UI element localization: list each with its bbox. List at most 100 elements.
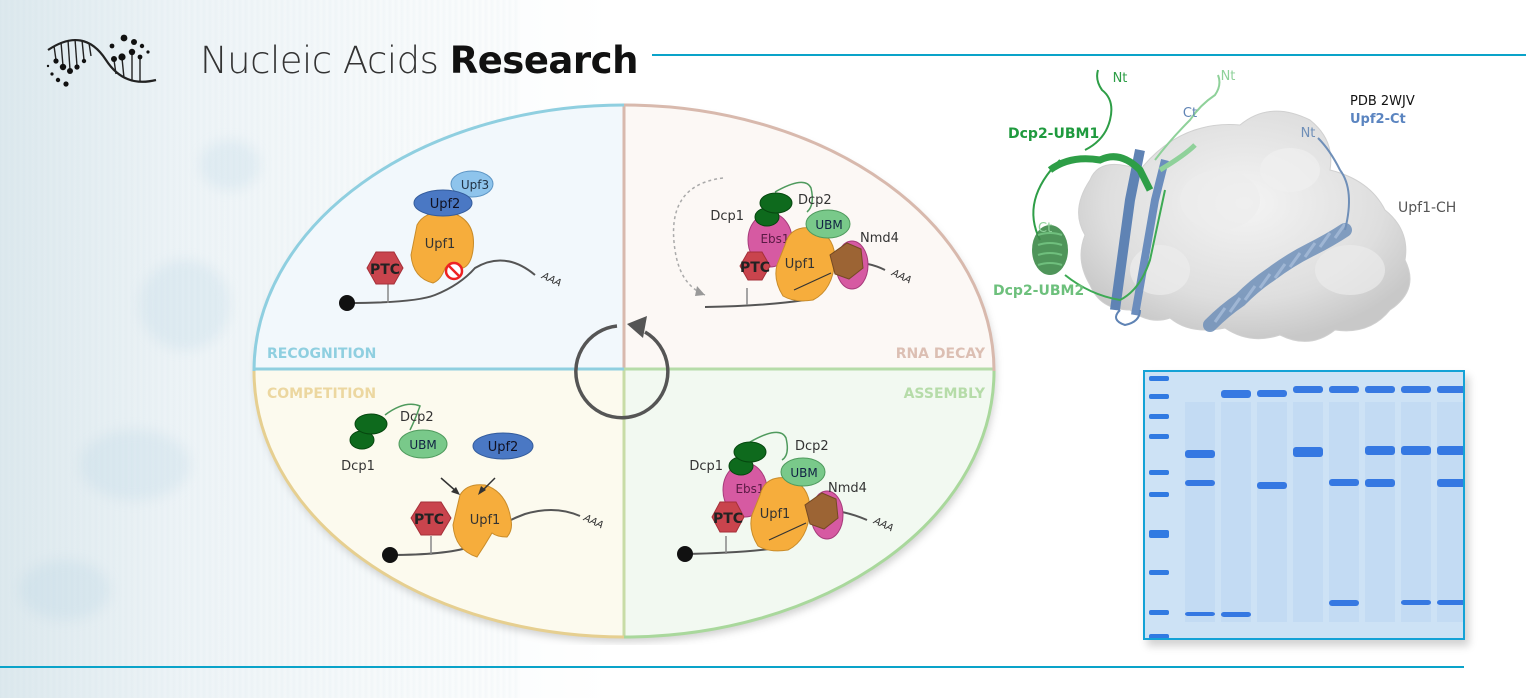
gel-lane-smear xyxy=(1257,402,1287,622)
competition-complex: PTC Upf1 UBM Upf2 Dcp1 Dcp2 AAA xyxy=(341,403,605,563)
dcp1-label: Dcp1 xyxy=(689,459,723,474)
gel-lane-smear xyxy=(1365,402,1395,622)
upf1-label: Upf1 xyxy=(470,513,501,528)
dcp2-ubm2-label: Dcp2-UBM2 xyxy=(993,283,1084,299)
journal-header: Nucleic Acids Research xyxy=(44,30,638,90)
dcp2-ubm1-nt-label: Nt xyxy=(1113,71,1128,86)
gel-band xyxy=(1329,600,1359,606)
gel-ladder-band xyxy=(1149,470,1169,475)
footer-rule xyxy=(0,666,1464,668)
ubm-label: UBM xyxy=(409,438,436,452)
pdb-id-label: PDB 2WJV xyxy=(1350,94,1415,109)
dcp2-label: Dcp2 xyxy=(400,410,434,425)
gel-band xyxy=(1257,390,1287,397)
gel-lane-smear xyxy=(1329,402,1359,622)
recognition-complex: PTC Upf1 Upf3 Upf2 AAA xyxy=(339,170,563,311)
upf2-ct-label: Upf2-Ct xyxy=(1350,112,1406,127)
nmd4-label: Nmd4 xyxy=(828,481,867,496)
gel-ladder-band xyxy=(1149,434,1169,439)
gel-band xyxy=(1437,479,1467,487)
upf2-nt-label: Nt xyxy=(1301,126,1316,141)
gel-lane-smear xyxy=(1401,402,1431,622)
dcp2-label: Dcp2 xyxy=(798,193,832,208)
label-assembly: ASSEMBLY xyxy=(904,386,986,402)
nmd-cycle-diagram: RECOGNITION RNA DECAY COMPETITION ASSEMB… xyxy=(252,103,996,639)
ptc-label: PTC xyxy=(370,262,400,278)
ptc-marker xyxy=(366,251,404,285)
gel-ladder-band xyxy=(1149,492,1169,497)
background-blob xyxy=(140,260,230,350)
upf1-label: Upf1 xyxy=(425,237,456,252)
cycle-arrow-icon xyxy=(574,316,670,420)
gel-band xyxy=(1221,390,1251,398)
dcp2-ubm2-nt-label: Nt xyxy=(1221,69,1236,84)
gel-ladder-band xyxy=(1149,634,1169,639)
gel-ladder-band xyxy=(1149,414,1169,419)
journal-title-bold: Research xyxy=(449,38,639,82)
ebs1-label: Ebs1 xyxy=(760,232,789,246)
gel-band xyxy=(1401,600,1431,605)
gel-band xyxy=(1221,612,1251,617)
upf2-ct-ct-label: Ct xyxy=(1183,106,1197,121)
dcp1-label: Dcp1 xyxy=(341,459,375,474)
dcp2-ubm2-ct-label: Ct xyxy=(1038,221,1052,236)
protein-structure: Nt Nt Ct Dcp2-UBM1 Ct Dcp2-UBM2 PDB 2WJV… xyxy=(993,69,1456,342)
gel-band xyxy=(1365,479,1395,487)
ebs1-label: Ebs1 xyxy=(735,482,764,496)
gel-ladder-band xyxy=(1149,610,1169,615)
gel-band xyxy=(1437,600,1467,605)
upf1-ch-label: Upf1-CH xyxy=(1398,200,1456,216)
gel-band xyxy=(1185,450,1215,458)
sds-page-gel xyxy=(1143,370,1467,640)
gel-bands xyxy=(1145,372,1467,639)
gel-band xyxy=(1185,612,1215,616)
background-blob xyxy=(80,430,190,500)
gel-ladder-band xyxy=(1149,376,1169,381)
gel-band xyxy=(1401,446,1431,455)
journal-title-light: Nucleic Acids xyxy=(200,38,450,82)
background-blob xyxy=(200,140,260,190)
nmd4-label: Nmd4 xyxy=(860,231,899,246)
gel-lane-smear xyxy=(1185,402,1215,622)
gel-band xyxy=(1185,480,1215,486)
upf3-label: Upf3 xyxy=(461,178,489,192)
gel-lane-smear xyxy=(1221,402,1251,622)
ptc-label: PTC xyxy=(713,511,743,527)
gel-band xyxy=(1437,446,1467,455)
rna-decay-complex: Ebs1 Upf1 PTC UBM Dcp1 Dcp2 Nmd4 AAA xyxy=(672,177,913,308)
journal-title: Nucleic Acids Research xyxy=(200,39,638,82)
gel-band xyxy=(1365,386,1395,393)
ubm-label: UBM xyxy=(815,218,842,232)
gel-ladder-band xyxy=(1149,394,1169,399)
ptc-label: PTC xyxy=(414,512,444,528)
gel-band xyxy=(1329,479,1359,486)
label-rna-decay: RNA DECAY xyxy=(896,346,986,362)
gel-ladder-band xyxy=(1149,530,1169,538)
dcp1-label: Dcp1 xyxy=(710,209,744,224)
gel-band xyxy=(1365,446,1395,455)
blocked-icon xyxy=(444,261,464,281)
gel-band xyxy=(1437,386,1467,393)
gel-lane-smear xyxy=(1437,402,1467,622)
upf2-label: Upf2 xyxy=(488,440,519,455)
header-rule xyxy=(652,54,1526,56)
gel-band xyxy=(1293,386,1323,393)
background-blob xyxy=(20,560,110,620)
label-recognition: RECOGNITION xyxy=(267,346,376,362)
gel-band xyxy=(1401,386,1431,393)
dcp2-label: Dcp2 xyxy=(795,439,829,454)
dna-helix-icon xyxy=(46,34,157,87)
gel-ladder-band xyxy=(1149,570,1169,575)
upf1-label: Upf1 xyxy=(785,257,816,272)
mrna-cap xyxy=(339,295,355,311)
gel-band xyxy=(1293,447,1323,457)
upf1-label: Upf1 xyxy=(760,507,791,522)
gel-band xyxy=(1329,386,1359,393)
dcp2-ubm1-label: Dcp2-UBM1 xyxy=(1008,126,1099,142)
gel-lane-smear xyxy=(1293,402,1323,622)
ubm-label: UBM xyxy=(790,466,817,480)
gel-band xyxy=(1257,482,1287,489)
label-competition: COMPETITION xyxy=(267,386,376,402)
ptc-label: PTC xyxy=(740,260,770,276)
upf2-label: Upf2 xyxy=(430,197,461,212)
